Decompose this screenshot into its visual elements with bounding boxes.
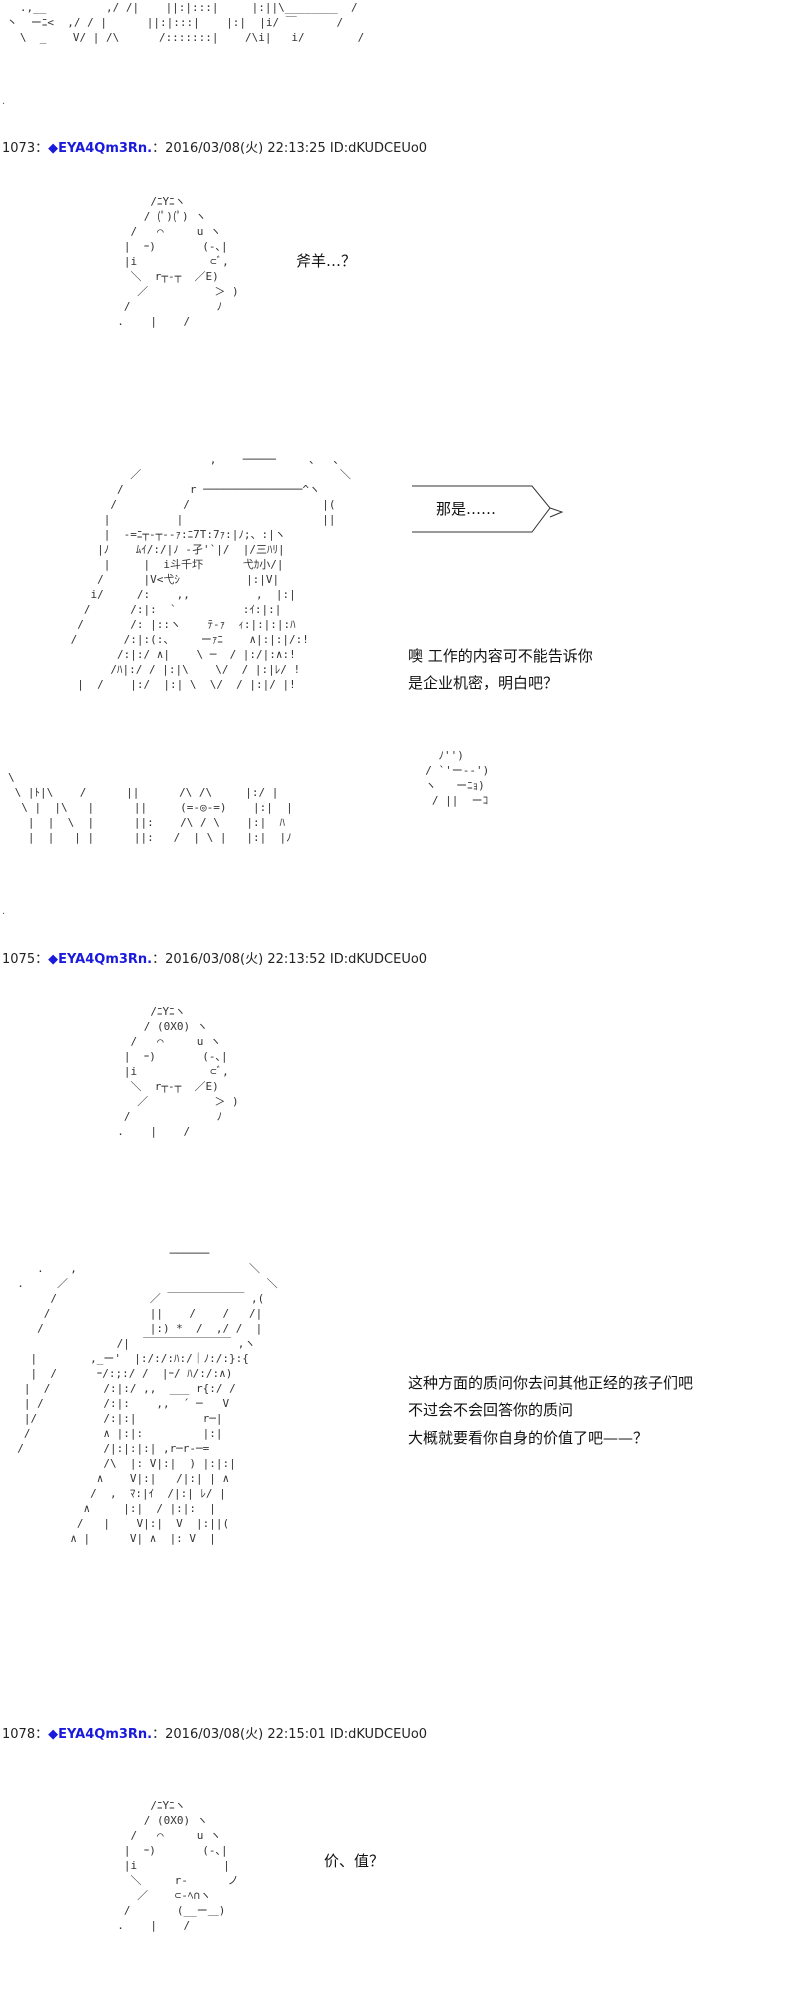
- post-id[interactable]: ID:dKUDCEUo0: [329, 141, 428, 156]
- post-number: 1075: [2, 952, 36, 967]
- post-separator: ：: [35, 1727, 49, 1742]
- post-colon: ：: [152, 141, 166, 156]
- edge-dot: .: [2, 96, 6, 107]
- post-number: 1078: [2, 1727, 36, 1742]
- ascii-art-top-fragment: .,__ ,/ /| ||:|:::| |:||\________ / 丶 ーﾆ…: [6, 1, 365, 44]
- arrow-shape-icon: [412, 485, 564, 533]
- arrow-speech-text: 那是……: [436, 500, 497, 518]
- dialogue-line-3a: 这种方面的质问你去问其他正经的孩子们吧: [408, 1374, 694, 1392]
- post-datetime: 2016/03/08(火) 22:15:01: [165, 1727, 326, 1742]
- post-colon: ：: [152, 1727, 166, 1742]
- post-trip[interactable]: ◆EYA4Qm3Rn.: [48, 952, 153, 967]
- post-header-1078: 1078：◆EYA4Qm3Rn.：2016/03/08(火) 22:15:01 …: [2, 1727, 427, 1743]
- post-trip[interactable]: ◆EYA4Qm3Rn.: [48, 1727, 153, 1742]
- arrow-speech-box: 那是……: [412, 484, 567, 536]
- post-header-1075: 1075：◆EYA4Qm3Rn.：2016/03/08(火) 22:13:52 …: [2, 952, 427, 968]
- ascii-art-character-small-3: /ﾆYﾆヽ / (0X0) ヽ / ⌒ u ヽ | ｰ) (-､| |i | ＼…: [117, 1799, 239, 1932]
- ascii-art-character-small-1: /ﾆYﾆヽ / (ﾟ)(ﾟ) ヽ / ⌒ u ヽ | ｰ) (-､| |i ⊂ﾞ…: [117, 195, 239, 328]
- dialogue-line-3c: 大概就要看你自身的价值了吧——？: [408, 1429, 649, 1447]
- post-separator: ：: [35, 952, 49, 967]
- post-number: 1073: [2, 141, 36, 156]
- edge-dot: .: [2, 906, 6, 917]
- dialogue-line-4: 价、值？: [324, 1852, 385, 1870]
- ascii-art-hand-gesture: ﾉ'') / `'ー‐‐') ヽ ーﾆｮ) / || ーｺ: [425, 749, 490, 807]
- ascii-art-character-small-2: /ﾆYﾆヽ / (0X0) ヽ / ⌒ u ヽ | ｰ) (-､| |i ⊂ﾞ,…: [117, 1005, 239, 1138]
- post-header-1073: 1073：◆EYA4Qm3Rn.：2016/03/08(火) 22:13:25 …: [2, 141, 427, 157]
- post-id[interactable]: ID:dKUDCEUo0: [329, 1727, 428, 1742]
- ascii-art-character-bottom-1: \ \ |ﾄ|\ / || /\ /\ |:/ | \ | |\ | || (=…: [8, 771, 293, 844]
- dialogue-line-2a: 噢 工作的内容可不能告诉你: [408, 647, 593, 665]
- post-colon: ：: [152, 952, 166, 967]
- ascii-art-character-large-2: ────── . , ＼ . ／ ＼ / ／ ￣￣￣￣￣￣￣ ,( / || /…: [17, 1247, 278, 1545]
- post-id[interactable]: ID:dKUDCEUo0: [329, 952, 428, 967]
- ascii-art-character-large-1: , ───── 、 、 ／ ＼ / r ───────────────^ヽ / …: [70, 453, 351, 691]
- dialogue-line-2b: 是企业机密，明白吧？: [408, 674, 559, 692]
- post-separator: ：: [35, 141, 49, 156]
- post-datetime: 2016/03/08(火) 22:13:25: [165, 141, 326, 156]
- post-trip[interactable]: ◆EYA4Qm3Rn.: [48, 141, 153, 156]
- dialogue-line-1: 斧羊…？: [296, 252, 357, 270]
- post-datetime: 2016/03/08(火) 22:13:52: [165, 952, 326, 967]
- dialogue-line-3b: 不过会不会回答你的质问: [408, 1401, 574, 1419]
